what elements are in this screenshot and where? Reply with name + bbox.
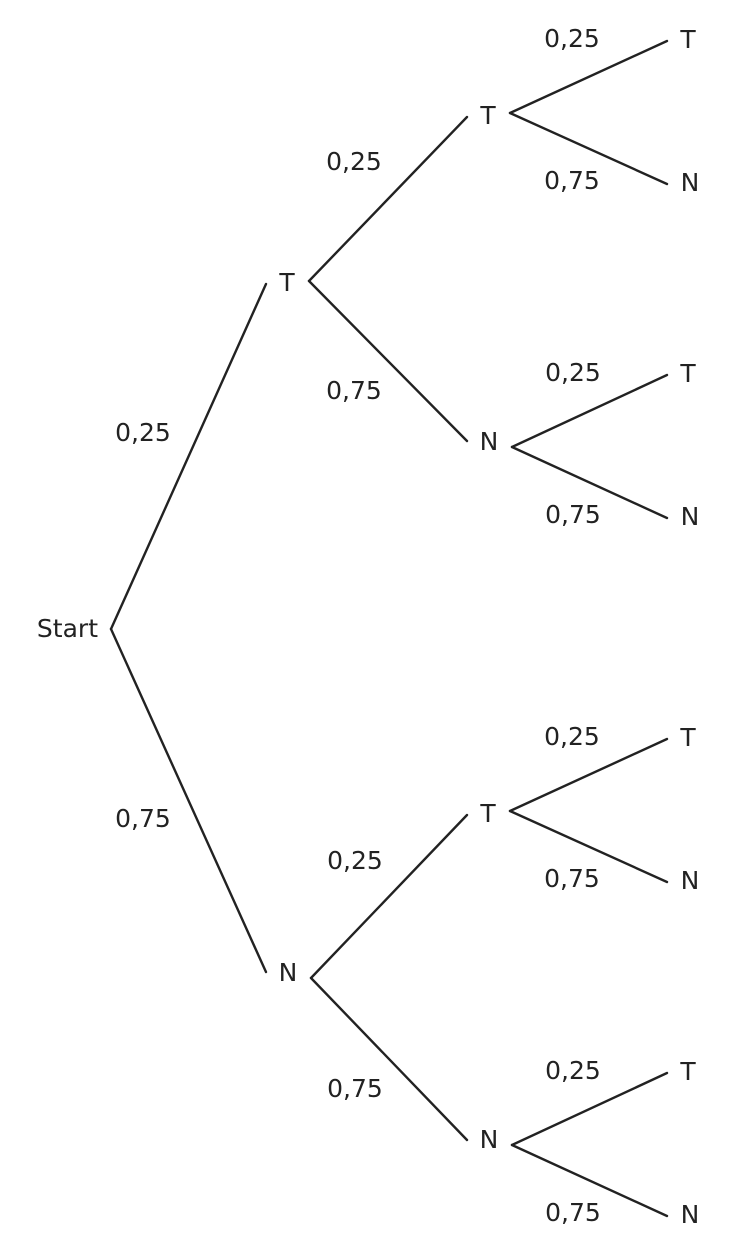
node-N: N [279, 958, 298, 987]
prob-T-T-N: 0,75 [544, 166, 600, 195]
node-T-N: N [480, 427, 499, 456]
edge-T-T [307, 115, 469, 283]
prob-N-N-N: 0,75 [545, 1198, 601, 1227]
edge-N-T-N [508, 809, 669, 884]
edge-N-N [309, 976, 469, 1142]
edge-T-N-T [510, 373, 669, 449]
node-N-N-N: N [681, 1200, 700, 1229]
prob-N-T: 0,25 [327, 846, 383, 875]
prob-T-N-T: 0,25 [545, 358, 601, 387]
prob-start-N: 0,75 [115, 804, 171, 833]
node-N-T-T: T [679, 723, 696, 752]
node-start: Start [37, 614, 98, 643]
prob-T-N: 0,75 [326, 376, 382, 405]
tree-edges [109, 39, 669, 1218]
edge-start-T [109, 282, 268, 631]
node-T-N-T: T [679, 359, 696, 388]
node-T-T-T: T [679, 25, 696, 54]
prob-T-N-N: 0,75 [545, 500, 601, 529]
node-N-T: T [479, 799, 496, 828]
prob-T-T-T: 0,25 [544, 24, 600, 53]
node-T: T [278, 268, 295, 297]
prob-N-T-T: 0,25 [544, 722, 600, 751]
prob-N-T-N: 0,75 [544, 864, 600, 893]
node-N-T-N: N [681, 866, 700, 895]
prob-T-T: 0,25 [326, 147, 382, 176]
edge-T-N-N [510, 445, 669, 520]
node-T-T: T [479, 101, 496, 130]
node-N-N-T: T [679, 1057, 696, 1086]
edge-start-N [109, 627, 268, 974]
tree-labels: Start 0,25 T 0,75 N 0,25 T 0,75 N 0,25 T… [37, 24, 699, 1229]
node-T-T-N: N [681, 168, 700, 197]
node-T-N-N: N [681, 502, 700, 531]
edge-N-T-T [508, 737, 669, 813]
prob-N-N-T: 0,25 [545, 1056, 601, 1085]
edge-N-T [309, 813, 469, 980]
edge-N-N-T [510, 1071, 669, 1147]
edge-T-T-N [508, 111, 669, 186]
edge-N-N-N [510, 1143, 669, 1218]
node-N-N: N [480, 1125, 499, 1154]
prob-N-N: 0,75 [327, 1074, 383, 1103]
edge-T-T-T [508, 39, 669, 115]
edge-T-N [307, 279, 469, 443]
prob-start-T: 0,25 [115, 418, 171, 447]
